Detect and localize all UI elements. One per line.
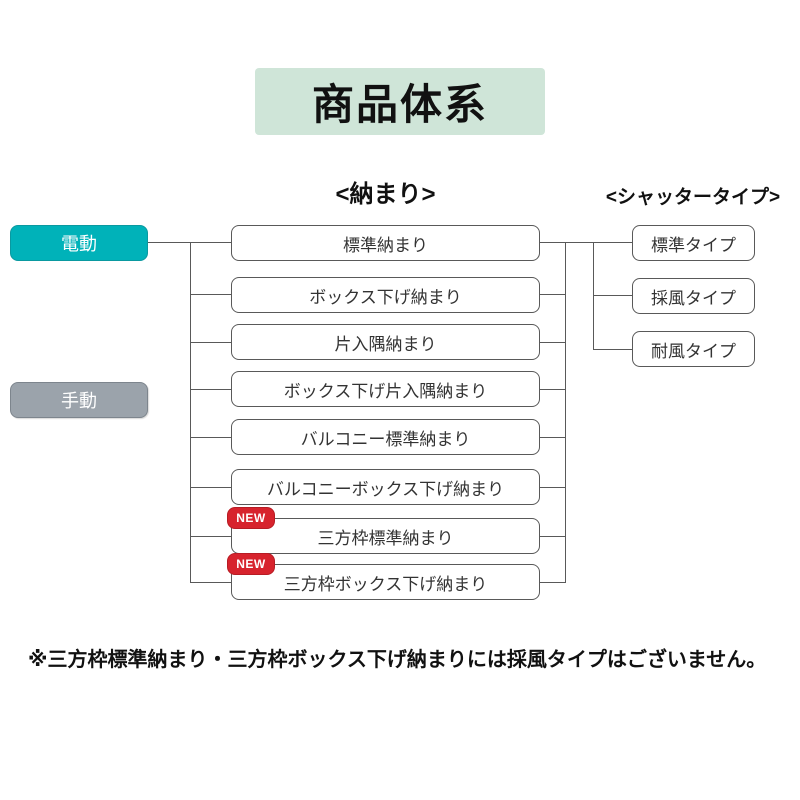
connector-line: [540, 294, 566, 295]
connector-line: [190, 487, 231, 488]
nakamari-box-box-lowered[interactable]: ボックス下げ納まり: [231, 277, 540, 313]
connector-line: [593, 295, 632, 296]
connector-line: [190, 342, 231, 343]
connector-line: [565, 242, 566, 583]
nakamari-box-standard[interactable]: 標準納まり: [231, 225, 540, 261]
connector-line: [540, 437, 566, 438]
new-badge: NEW: [227, 507, 275, 529]
connector-line: [190, 536, 231, 537]
connector-line: [190, 294, 231, 295]
new-badge: NEW: [227, 553, 275, 575]
connector-line: [190, 437, 231, 438]
page-title-banner: 商品体系: [255, 68, 545, 135]
connector-line: [190, 582, 231, 583]
shutter-type-box-wind-resistant[interactable]: 耐風タイプ: [632, 331, 755, 367]
connector-line: [148, 242, 231, 243]
nakamari-box-sanpowaku-box-lowered[interactable]: 三方枠ボックス下げ納まり: [231, 564, 540, 600]
shutter-type-box-standard[interactable]: 標準タイプ: [632, 225, 755, 261]
column-header-nakamari: <納まり>: [335, 181, 436, 208]
nakamari-box-balcony-box-lowered[interactable]: バルコニーボックス下げ納まり: [231, 469, 540, 505]
connector-line: [540, 342, 566, 343]
page-title: 商品体系: [311, 81, 488, 128]
manual-drive-button[interactable]: 手動: [10, 382, 148, 418]
column-header-shutter-type: <シャッタータイプ>: [605, 187, 781, 208]
connector-line: [190, 389, 231, 390]
nakamari-box-corner[interactable]: 片入隅納まり: [231, 324, 540, 360]
nakamari-box-box-lowered-corner[interactable]: ボックス下げ片入隅納まり: [231, 371, 540, 407]
connector-line: [540, 242, 632, 243]
electric-drive-button[interactable]: 電動: [10, 225, 148, 261]
connector-line: [540, 582, 566, 583]
connector-line: [593, 349, 632, 350]
connector-line: [540, 487, 566, 488]
shutter-type-box-ventilation[interactable]: 採風タイプ: [632, 278, 755, 314]
nakamari-box-balcony-standard[interactable]: バルコニー標準納まり: [231, 419, 540, 455]
footnote: ※三方枠標準納まり・三方枠ボックス下げ納まりには採風タイプはございません。: [28, 649, 767, 671]
connector-line: [540, 536, 566, 537]
nakamari-box-sanpowaku-standard[interactable]: 三方枠標準納まり: [231, 518, 540, 554]
connector-line: [190, 242, 191, 583]
connector-line: [540, 389, 566, 390]
connector-line: [593, 242, 594, 350]
